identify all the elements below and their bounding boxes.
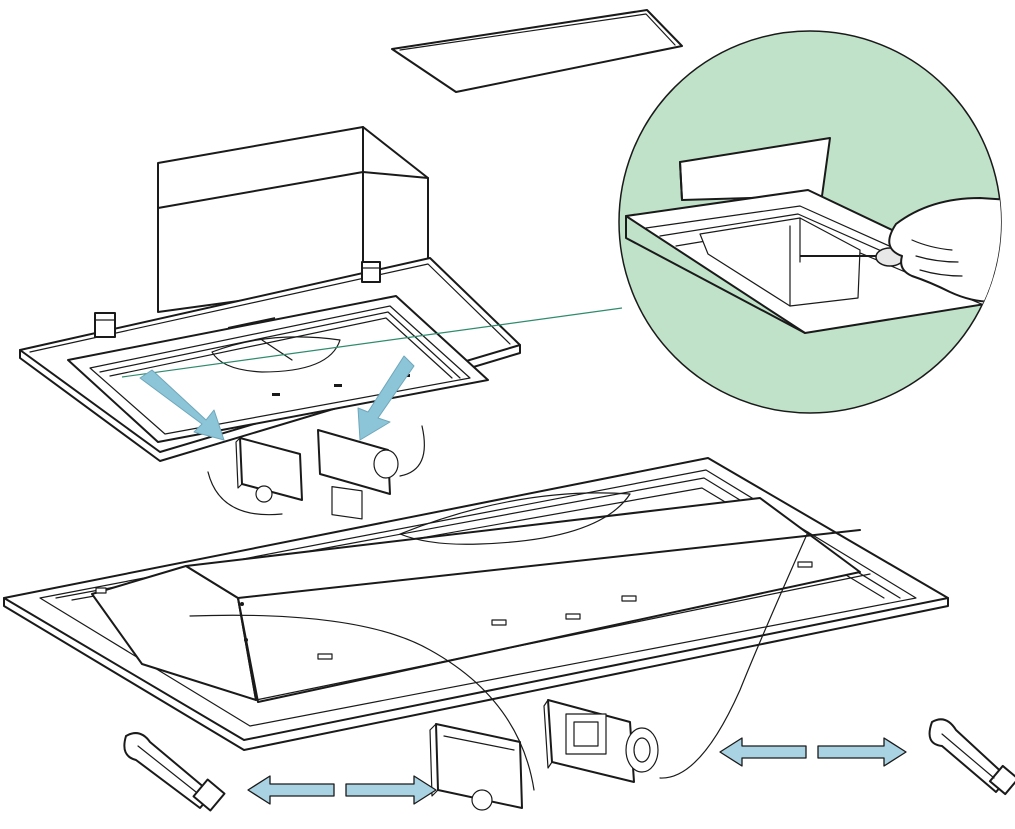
slide-arrows-right — [719, 737, 907, 767]
remove-arrow-right — [357, 355, 415, 441]
detail-leader-line — [121, 307, 623, 378]
filter-panel — [391, 9, 683, 93]
lamp-holder-plate — [429, 723, 523, 811]
removed-parts-small — [207, 425, 425, 520]
detail-magnifier — [618, 30, 1002, 414]
hood-unit — [19, 126, 521, 462]
bulb-right — [928, 718, 1015, 796]
hood-bottom-frame — [3, 457, 949, 751]
bulb-left — [123, 732, 226, 812]
wire-left — [189, 614, 535, 791]
wire-right — [659, 531, 809, 779]
lamp-socket-bracket — [543, 699, 659, 783]
slide-arrows-left — [247, 775, 437, 805]
remove-arrow-left — [139, 369, 225, 441]
